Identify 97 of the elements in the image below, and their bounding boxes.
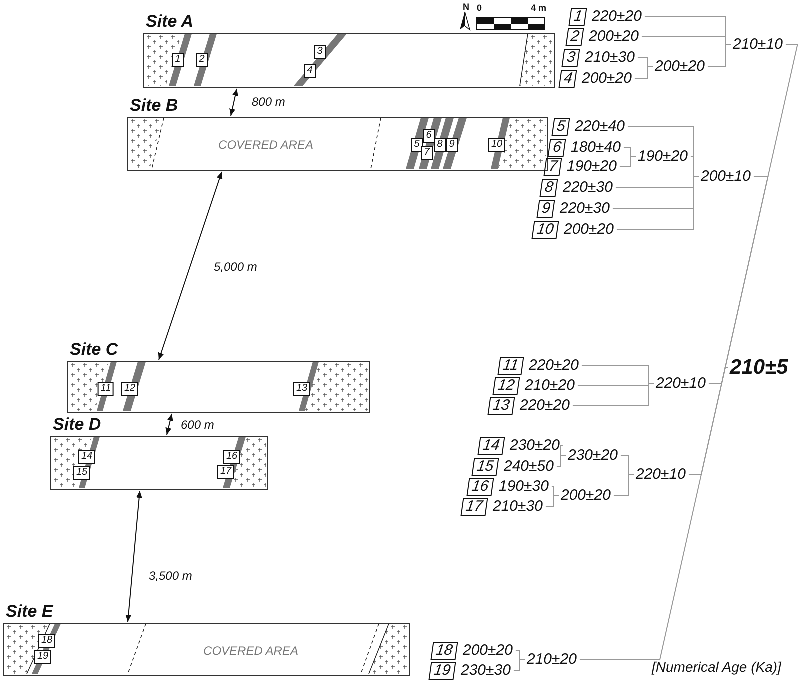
bracket-line xyxy=(613,474,634,496)
sample-number: 15 xyxy=(472,458,499,476)
age-value: 190±20 xyxy=(567,159,617,175)
pooled-age: 190±20 xyxy=(638,149,688,165)
edge-label: 800 m xyxy=(252,96,286,109)
sample-number: 14 xyxy=(478,437,505,455)
edge-label: 600 m xyxy=(181,419,214,432)
sample-number: 14 xyxy=(78,450,96,464)
axis-caption: [Numerical Age (Ka)] xyxy=(652,661,782,674)
sample-number: 10 xyxy=(532,221,559,239)
age-value: 230±30 xyxy=(461,663,511,679)
sample-number: 2 xyxy=(566,28,585,46)
sample-number: 16 xyxy=(466,478,494,496)
age-value: 220±20 xyxy=(592,9,642,25)
bracket-line xyxy=(707,44,732,68)
sample-number: 4 xyxy=(304,64,316,78)
sample-number: 18 xyxy=(38,634,56,648)
sample-number: 4 xyxy=(558,70,578,88)
age-value: 200±20 xyxy=(564,222,614,238)
distance-arrow xyxy=(230,88,238,116)
age-value: 180±40 xyxy=(571,140,621,156)
age-value: 220±20 xyxy=(520,398,570,414)
age-value: 210±20 xyxy=(525,378,575,394)
sample-number: 13 xyxy=(293,382,311,396)
bracket-line xyxy=(579,368,728,660)
site-title: Site A xyxy=(146,13,194,31)
scale-label: 4 m xyxy=(531,2,547,15)
sample-number: 19 xyxy=(34,650,52,664)
sample-number: 6 xyxy=(548,139,567,157)
bracket-line xyxy=(616,176,700,230)
north-label: N xyxy=(463,1,470,14)
bracket-line xyxy=(545,496,560,508)
area-label: COVERED AREA xyxy=(204,644,298,658)
sample-number: 3 xyxy=(562,49,581,67)
sample-number: 1 xyxy=(172,53,184,67)
distance-arrow xyxy=(126,490,142,622)
sample-number: 5 xyxy=(552,118,571,136)
sample-number: 8 xyxy=(434,138,446,152)
sample-number: 19 xyxy=(428,662,456,680)
scale-label: 0 xyxy=(477,2,482,15)
site-title: Site E xyxy=(6,603,54,621)
bracket-line xyxy=(634,66,654,80)
site-title: Site B xyxy=(130,97,178,115)
age-value: 200±20 xyxy=(582,71,632,87)
distance-arrow xyxy=(166,414,174,436)
pooled-age: 230±20 xyxy=(568,448,618,464)
age-value: 240±50 xyxy=(504,459,554,475)
sample-number: 8 xyxy=(540,179,559,197)
sample-number: 18 xyxy=(430,642,458,660)
age-value: 200±20 xyxy=(589,29,639,45)
pooled-age: 200±10 xyxy=(701,169,751,185)
pooled-age: 200±20 xyxy=(561,488,611,504)
sample-number: 13 xyxy=(488,397,515,415)
sample-number: 17 xyxy=(460,498,488,516)
age-value: 210±30 xyxy=(585,50,635,66)
age-value: 220±30 xyxy=(563,180,613,196)
sample-number: 17 xyxy=(217,465,235,479)
pooled-age: 210±20 xyxy=(527,652,577,668)
site-title: Site D xyxy=(53,416,102,434)
bracket-line xyxy=(556,456,566,468)
pooled-age: 210±5 xyxy=(730,357,788,379)
site-title: Site C xyxy=(70,341,118,359)
sample-number: 6 xyxy=(423,129,435,143)
area-label: COVERED AREA xyxy=(218,138,314,152)
pooled-age: 220±10 xyxy=(656,376,706,392)
sample-number: 2 xyxy=(196,53,208,67)
sample-number: 11 xyxy=(98,382,114,396)
pooled-age: 210±10 xyxy=(733,37,783,53)
sample-number: 7 xyxy=(544,158,563,176)
sample-number: 7 xyxy=(421,146,433,160)
sample-number: 9 xyxy=(446,138,458,152)
age-value: 230±20 xyxy=(510,438,560,454)
pooled-age: 200±20 xyxy=(655,59,705,75)
age-value: 190±30 xyxy=(499,479,549,495)
bracket-line xyxy=(724,176,769,368)
age-value: 220±30 xyxy=(560,201,610,217)
sample-number: 12 xyxy=(121,382,139,396)
sample-number: 12 xyxy=(492,377,520,395)
sample-number: 3 xyxy=(314,45,326,59)
sample-number: 16 xyxy=(223,450,241,464)
bracket-line xyxy=(513,660,526,672)
edge-label: 3,500 m xyxy=(149,570,192,583)
age-value: 220±40 xyxy=(575,119,625,135)
bracket-line xyxy=(619,156,636,168)
edge-label: 5,000 m xyxy=(214,261,258,274)
distance-arrow xyxy=(158,172,223,360)
sample-number: 9 xyxy=(536,200,556,218)
age-value: 200±20 xyxy=(463,643,513,659)
sample-number: 11 xyxy=(498,357,524,375)
age-value: 220±20 xyxy=(529,358,579,374)
sample-number: 1 xyxy=(568,8,588,26)
sample-number: 15 xyxy=(73,466,91,480)
sample-number: 5 xyxy=(411,138,423,152)
pooled-age: 220±10 xyxy=(636,467,686,483)
sample-number: 10 xyxy=(488,138,506,152)
age-value: 210±30 xyxy=(493,499,543,515)
bracket-line xyxy=(572,384,654,406)
